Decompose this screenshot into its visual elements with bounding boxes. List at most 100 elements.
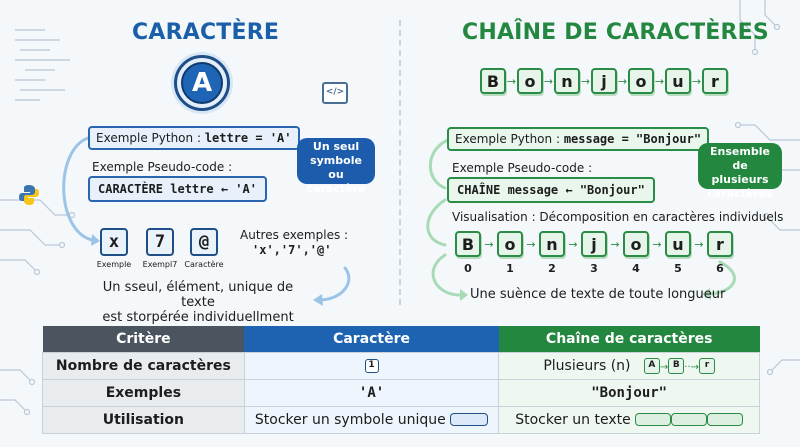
letter-box: B xyxy=(455,231,481,257)
letter-box: B xyxy=(480,68,506,94)
index-label: 1 xyxy=(506,262,514,275)
letter-a-icon: A xyxy=(181,62,223,104)
pseudo-code-box: CARACTÈRE lettre ← 'A' xyxy=(88,176,267,202)
example-char-7: 7 xyxy=(146,228,174,256)
letter-box: o xyxy=(497,231,523,257)
letter-box: j xyxy=(581,231,607,257)
index-label: 0 xyxy=(464,262,472,275)
example-caption: Exempl7 xyxy=(142,260,178,269)
plusieurs-text: Plusieurs (n) xyxy=(543,357,631,374)
index-label: 2 xyxy=(548,262,556,275)
letter-box: n xyxy=(539,231,565,257)
ensemble-bubble: Ensemble de plusieurs caractères xyxy=(698,143,782,200)
other-examples-label: Autres exemples : xyxy=(240,228,349,242)
arrow-icon: → xyxy=(654,74,665,88)
arrow-icon: → xyxy=(543,74,554,88)
chain-box-icon xyxy=(671,413,708,426)
arrow-icon: → xyxy=(568,237,578,251)
pseudo-code-label: Exemple Pseudo-code : xyxy=(92,160,233,174)
letter-box: u xyxy=(665,231,691,257)
pseudo-code-label: Exemple Pseudo-code : xyxy=(452,161,593,175)
left-flow-arrows xyxy=(62,136,351,306)
row-chaine-cell: Plusieurs (n) A→B··→r xyxy=(498,351,760,380)
row-criterion: Utilisation xyxy=(42,405,245,434)
index-label: 6 xyxy=(716,262,724,275)
letter-box: r xyxy=(707,231,733,257)
chaine-title: CHAÎNE DE CARACTÈRES xyxy=(462,20,769,45)
chain-glyph-r: r xyxy=(699,357,716,374)
visualisation-label: Visualisation : Décomposition en caractè… xyxy=(452,210,784,224)
index-label: 5 xyxy=(674,262,682,275)
chain-glyph-b: B xyxy=(668,357,685,374)
header-chaine: Chaîne de caractères xyxy=(498,326,760,352)
chaine-definition: Une suènce de texte de toute longueur xyxy=(470,287,726,302)
usage-text: Stocker un symbole unique xyxy=(254,411,446,428)
index-label: 3 xyxy=(590,262,598,275)
letter-box: o xyxy=(628,68,654,94)
letter-box: o xyxy=(517,68,543,94)
pseudo-code-box: CHAÎNE message ← "Bonjour" xyxy=(447,177,655,203)
single-char-icon: 1 xyxy=(364,358,379,373)
python-logo-icon xyxy=(19,185,39,205)
ensemble-text: Ensemble de plusieurs caractères xyxy=(707,145,773,200)
arrow-icon: → xyxy=(652,237,662,251)
python-example-code: lettre = 'A' xyxy=(204,131,292,145)
letter-box: o xyxy=(623,231,649,257)
letter-box: u xyxy=(665,68,691,94)
table-header-row: Critère Caractère Chaîne de caractères xyxy=(42,326,760,352)
right-flow-arrows xyxy=(426,138,736,301)
python-example-code: message = "Bonjour" xyxy=(563,132,702,146)
chain-box-icon xyxy=(707,413,744,426)
letter-box: r xyxy=(702,68,728,94)
row-chaine-cell: "Bonjour" xyxy=(498,378,760,407)
usage-text: Stocker un texte xyxy=(515,411,631,428)
bonjour-decomposition: B→o→n→j→o→u→r xyxy=(455,231,733,257)
python-example-label: Exemple Python : xyxy=(96,131,205,145)
center-divider xyxy=(399,20,401,305)
letter-box: n xyxy=(554,68,580,94)
other-examples-values: 'x','7','@' xyxy=(252,243,332,257)
pseudo-code-text: CHAÎNE message ← "Bonjour" xyxy=(457,183,645,197)
code-window-icon: </> xyxy=(322,82,348,104)
chain-glyph-a: A xyxy=(643,357,660,374)
pseudo-code-text: CARACTÈRE lettre ← 'A' xyxy=(98,182,257,196)
row-caractere-cell: Stocker un symbole unique xyxy=(243,405,500,434)
un-seul-bubble: Un seul symbole ou caractère xyxy=(297,138,375,195)
bonjour-top-strip: B→o→n→j→o→u→r xyxy=(480,68,728,94)
row-caractere-cell: 1 xyxy=(243,351,500,380)
arrow-icon: → xyxy=(506,74,517,88)
single-box-icon xyxy=(450,413,489,426)
arrow-icon: → xyxy=(580,74,591,88)
caractere-definition: Un sseul, élément, unique de texte est s… xyxy=(88,280,308,325)
chain-box-icon xyxy=(635,413,672,426)
caractere-title: CARACTÈRE xyxy=(132,20,280,45)
example-caption: Exemple xyxy=(96,260,132,269)
arrow-icon: → xyxy=(691,74,702,88)
definition-line-1: Un sseul, élément, unique de texte xyxy=(102,280,294,310)
example-caption: Caractère xyxy=(184,260,224,269)
comparison-table: Critère Caractère Chaîne de caractères N… xyxy=(42,326,760,434)
letter-box: j xyxy=(591,68,617,94)
arrow-icon: → xyxy=(694,237,704,251)
definition-line-2: est storpérée individuellment xyxy=(102,310,294,325)
example-char-x: x xyxy=(100,228,128,256)
table-row: Nombre de caractères 1 Plusieurs (n) A→B… xyxy=(42,351,760,380)
arrow-icon: → xyxy=(659,361,669,373)
row-caractere-cell: 'A' xyxy=(243,378,500,407)
header-caractere: Caractère xyxy=(244,326,499,352)
table-row: Utilisation Stocker un symbole unique St… xyxy=(42,405,760,434)
header-critere: Critère xyxy=(42,326,245,352)
un-seul-text: Un seul symbole ou caractère xyxy=(306,140,366,195)
arrow-icon: → xyxy=(484,237,494,251)
python-example-box: Exemple Python : message = "Bonjour" xyxy=(447,127,710,151)
python-example-label: Exemple Python : xyxy=(455,132,564,146)
table-row: Exemples 'A' "Bonjour" xyxy=(42,378,760,407)
arrow-icon: → xyxy=(526,237,536,251)
arrow-icon: → xyxy=(610,237,620,251)
row-criterion: Nombre de caractères xyxy=(42,351,245,380)
index-label: 4 xyxy=(632,262,640,275)
row-chaine-cell: Stocker un texte xyxy=(498,405,760,434)
python-example-box: Exemple Python : lettre = 'A' xyxy=(88,126,300,150)
ellipsis-arrow-icon: ··→ xyxy=(684,361,700,373)
index-row: 0 1 2 3 4 5 6 xyxy=(455,262,733,275)
